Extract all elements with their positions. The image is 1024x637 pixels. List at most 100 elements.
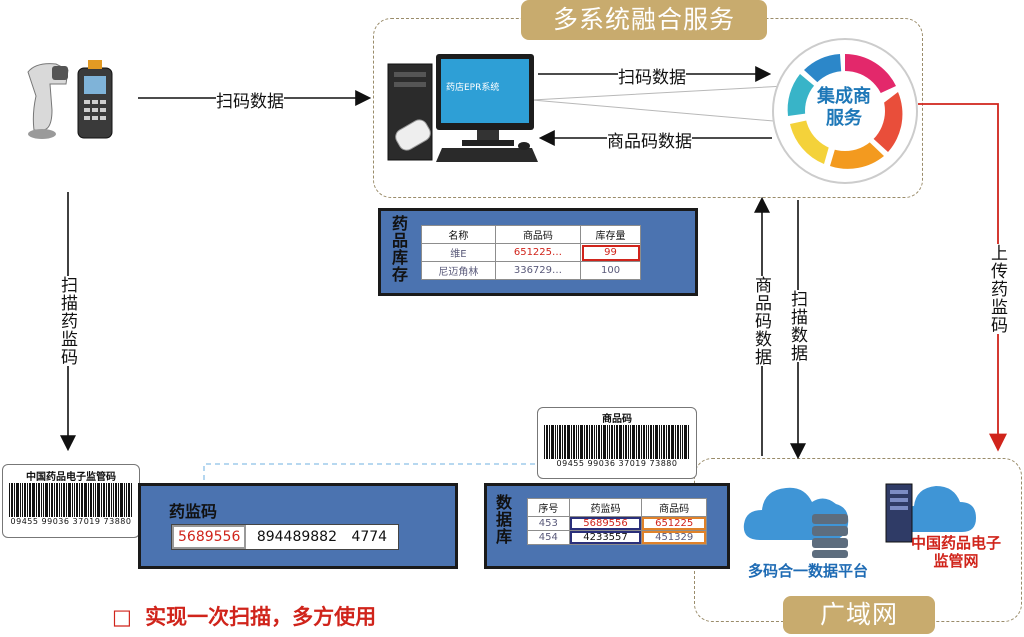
database-cell-drugcode: 5689556 [568, 516, 643, 531]
barcode-bar [562, 425, 563, 459]
barcode-bar [650, 425, 652, 459]
barcode-bar [38, 483, 40, 517]
drug-barcode-title: 中国药品电子监管码 [26, 472, 116, 483]
barcode-bar [111, 483, 112, 517]
barcode-bar [549, 425, 550, 459]
barcode-bar [41, 483, 42, 517]
barcode-bar [619, 425, 622, 459]
inventory-header: 商品码 [494, 225, 582, 244]
barcode-bar [544, 425, 545, 459]
inventory-cell-name: 尼迈角林 [421, 261, 496, 280]
barcode-bar [124, 483, 125, 517]
barcode-bar [106, 483, 107, 517]
inventory-header: 名称 [421, 225, 496, 244]
barcode-bar [643, 425, 645, 459]
table-row: 454 4233557 451329 [527, 530, 707, 545]
regulator-server-icon [885, 483, 976, 543]
barcode-bar [97, 483, 100, 517]
computer-icon [387, 54, 538, 162]
pharmacy-pc: 药店EPR系统 [382, 50, 542, 170]
barcode-bar [66, 483, 67, 517]
barcode-bar [603, 425, 606, 459]
table-row: 453 5689556 651225 [527, 516, 707, 531]
barcode-bar [108, 483, 110, 517]
barcode-bar [45, 483, 48, 517]
barcode-bar [56, 483, 58, 517]
barcode-bar [663, 425, 665, 459]
product-barcode-bars [544, 425, 690, 459]
table-row: 维E 651225… 99 [421, 243, 641, 262]
barcode-bar [580, 425, 583, 459]
barcode-bar [625, 425, 627, 459]
barcode-bar [646, 425, 647, 459]
barcode-bar [27, 483, 28, 517]
barcode-bar [29, 483, 31, 517]
inventory-table: 名称 商品码 库存量 维E 651225… 99 尼迈角林 336729… 10… [421, 225, 641, 280]
barcode-bar [591, 425, 593, 459]
drug-code-field: 5689556 894489882 4774 [171, 524, 399, 550]
barcode-bar [59, 483, 60, 517]
barcode-bar [661, 425, 662, 459]
callout-wedge [531, 85, 786, 123]
barcode-bar [81, 483, 83, 517]
barcode-bar [63, 483, 65, 517]
barcode-scanner-image [27, 60, 113, 139]
database-cell-index: 454 [527, 530, 570, 545]
barcode-bar [641, 425, 642, 459]
barcode-bar [36, 483, 37, 517]
barcode-bar [32, 483, 35, 517]
inventory-cell-code: 651225… [494, 243, 582, 262]
drug-barcode-number: 09455 99036 37019 73880 [10, 517, 132, 526]
drug-code-part-1: 894489882 [256, 529, 337, 545]
barcode-bar [22, 483, 23, 517]
barcode-bar [598, 425, 600, 459]
barcode-bar [636, 425, 637, 459]
barcode-bar [586, 425, 588, 459]
barcode-bar [653, 425, 654, 459]
database-table: 序号 药监码 商品码 453 5689556 651225 454 423355… [527, 498, 707, 545]
barcode-bar [680, 425, 681, 459]
inventory-side-label: 药品库存 [389, 215, 408, 283]
barcode-bar [118, 483, 119, 517]
barcode-bar [120, 483, 123, 517]
barcode-bar [113, 483, 114, 517]
label-product-code-data-v: 商品码数据 [751, 276, 771, 366]
barcode-bar [9, 483, 10, 517]
barcode-bar [11, 483, 13, 517]
drug-barcode-bars [9, 483, 133, 517]
barcode-bar [567, 425, 570, 459]
barcode-bar [131, 483, 132, 517]
barcode-bar [677, 425, 679, 459]
label-scan-data-v: 扫描数据 [787, 290, 807, 362]
barcode-bar [668, 425, 670, 459]
database-side-label: 数据库 [493, 494, 512, 545]
barcode-bar [576, 425, 577, 459]
barcode-bar [76, 483, 78, 517]
product-barcode-title: 商品码 [602, 414, 632, 425]
barcode-bar [557, 425, 558, 459]
label-product-code-data-pc: 商品码数据 [607, 127, 692, 152]
barcode-bar [61, 483, 62, 517]
barcode-bar [659, 425, 660, 459]
database-cell-drugcode: 4233557 [568, 530, 643, 545]
drug-code-part-2: 4774 [351, 529, 388, 545]
barcode-bar [596, 425, 597, 459]
pc-screen-label: 药店EPR系统 [446, 83, 500, 93]
barcode-bar [43, 483, 44, 517]
barcode-bar [648, 425, 649, 459]
database-cell-productcode: 451329 [641, 530, 707, 545]
barcode-bar [564, 425, 566, 459]
barcode-bar [93, 483, 94, 517]
drug-code-box: 药监码 5689556 894489882 4774 [138, 483, 458, 569]
barcode-bar [79, 483, 80, 517]
barcode-bar [601, 425, 602, 459]
barcode-bar [666, 425, 667, 459]
barcode-bar [571, 425, 572, 459]
barcode-bar [74, 483, 75, 517]
drug-code-red: 5689556 [172, 525, 247, 549]
barcode-bar [630, 425, 631, 459]
barcode-bar [614, 425, 615, 459]
barcode-bar [607, 425, 608, 459]
product-barcode-number: 09455 99036 37019 73880 [556, 459, 678, 468]
label-scan-data-top: 扫码数据 [216, 87, 284, 112]
